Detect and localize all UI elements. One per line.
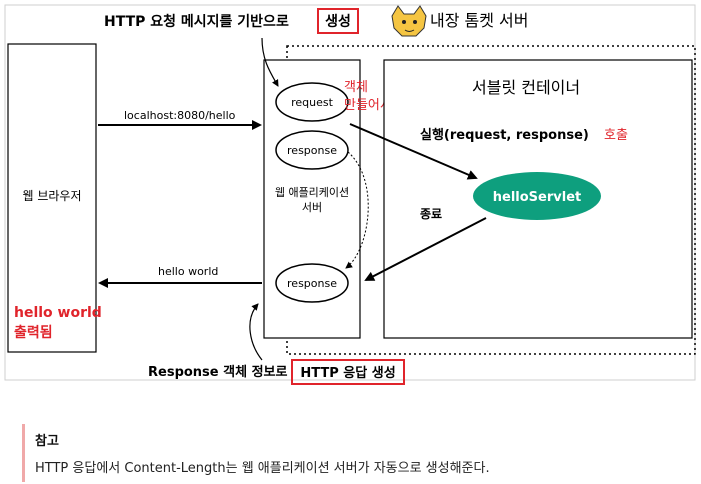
bottom-caption: Response 객체 정보로	[148, 364, 288, 380]
diagram-frame	[4, 4, 696, 381]
note-title: 참고	[35, 434, 59, 449]
servlet-container-title: 서블릿 컨테이너	[472, 78, 580, 97]
response-body-text: hello world	[158, 265, 218, 278]
server-title: 내장 톰켓 서버	[430, 11, 529, 30]
was-label-line1: 웹 애플리케이션	[275, 186, 349, 199]
call-arrow	[349, 123, 478, 180]
browser-output-line1: hello world	[14, 305, 102, 321]
reference-note: 참고 HTTP 응답에서 Content-Length는 웹 애플리케이션 서버…	[22, 424, 682, 482]
bottom-caption-highlight: HTTP 응답 생성	[300, 366, 395, 381]
end-text: 종료	[420, 207, 442, 221]
call-text: 실행(request, response)	[420, 127, 589, 143]
caption-pointer-arrow-bottom	[249, 303, 263, 361]
call-word: 호출	[604, 128, 628, 143]
request-label: request	[291, 96, 334, 109]
top-caption-highlight: 생성	[325, 14, 351, 30]
top-caption: HTTP 요청 메시지를 기반으로	[104, 13, 289, 30]
hello-servlet-label: helloServlet	[493, 190, 581, 205]
hello-servlet-node	[473, 172, 601, 220]
object-note-line2: 만들어서	[344, 98, 392, 113]
bottom-highlight-box	[291, 359, 405, 385]
top-highlight-box	[317, 8, 359, 34]
browser-output-line2: 출력됨	[14, 324, 53, 341]
diagram-canvas: HTTP 요청 메시지를 기반으로 생성 내장 톰켓 서버 웹 브라우저 hel…	[4, 4, 696, 385]
note-text: HTTP 응답에서 Content-Length는 웹 애플리케이션 서버가 자…	[35, 461, 490, 476]
browser-label: 웹 브라우저	[22, 189, 81, 203]
request-url: localhost:8080/hello	[124, 109, 236, 122]
object-note-line1: 객체	[344, 80, 368, 95]
was-label-line2: 서버	[302, 201, 322, 214]
embedded-server-frame	[286, 45, 696, 355]
browser-box	[7, 43, 97, 353]
response-flow-dotted-arrow	[345, 151, 369, 269]
response-bottom-label: response	[287, 277, 337, 290]
end-arrow	[364, 217, 487, 281]
response-object-top	[275, 130, 349, 170]
response-object-bottom	[275, 263, 349, 303]
tomcat-icon	[391, 5, 427, 37]
request-object	[275, 82, 349, 122]
caption-pointer-arrow-top	[261, 37, 279, 87]
response-top-label: response	[287, 144, 337, 157]
